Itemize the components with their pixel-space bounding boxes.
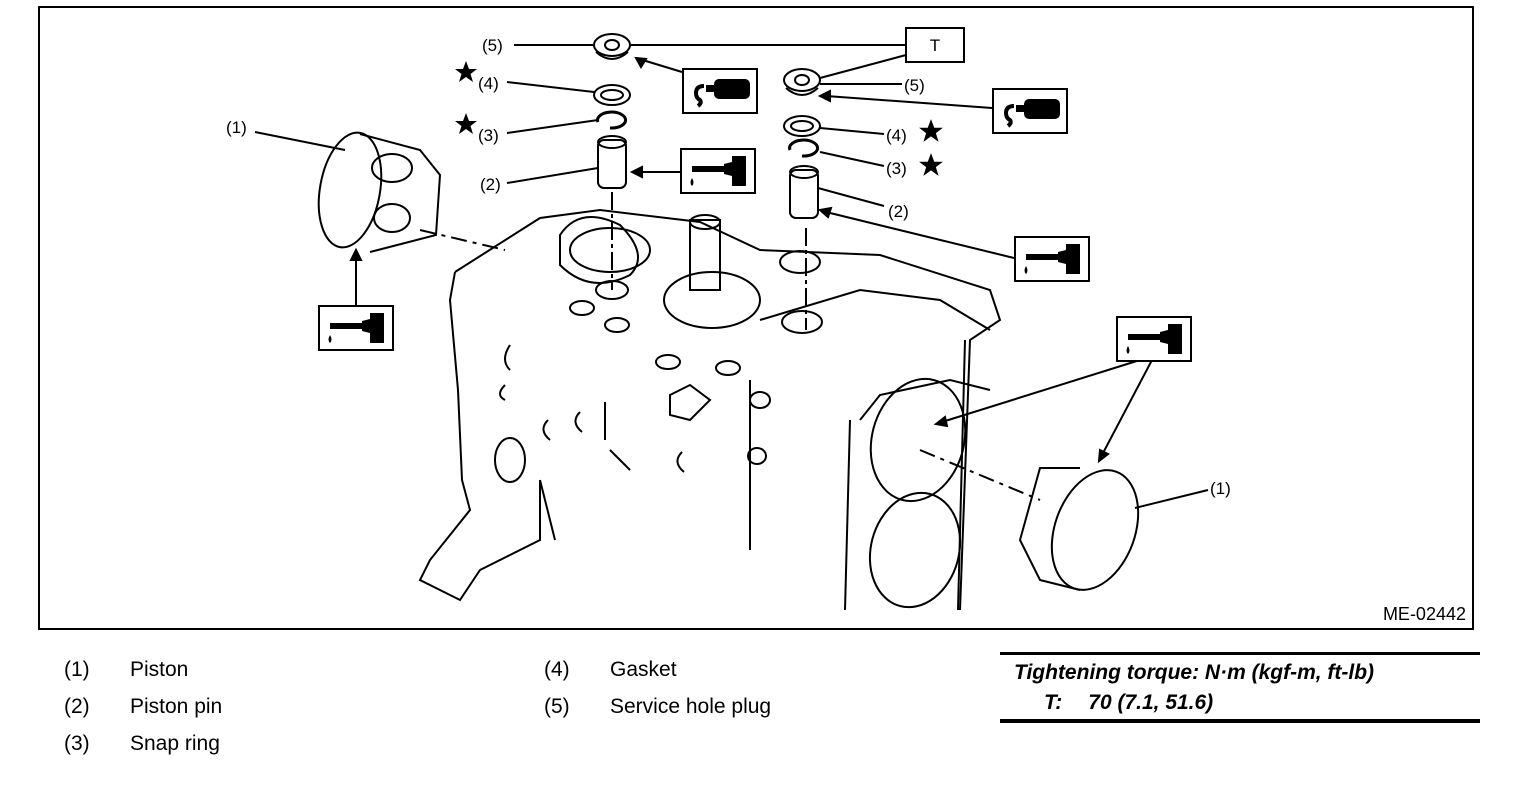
exploded-view-diagram: T (5) (4) (3) (2) (5) (4) (3) (2) (1) (1…: [226, 27, 1231, 611]
oil-can-icon: [1014, 236, 1090, 282]
oil-can-icon: [1116, 316, 1192, 362]
oil-can-icon: [318, 305, 394, 351]
torque-spec-box: Tightening torque: N·m (kgf-m, ft-lb) T:…: [1000, 652, 1480, 723]
torque-marker-label: T: [930, 36, 940, 55]
legend-item: (2)Piston pin: [64, 695, 223, 718]
legend-item: (4)Gasket: [544, 658, 677, 681]
diagram-frame: [38, 6, 1474, 630]
right-part-stack: [783, 68, 821, 330]
legend-item: (1)Piston: [64, 658, 189, 681]
leader-lines: [254, 44, 1209, 509]
callout-service-hole-plug-right: (5): [904, 76, 925, 95]
torque-marker: T:: [1044, 691, 1063, 714]
replace-star-icon: [919, 119, 943, 142]
torque-heading: Tightening torque: N·m (kgf-m, ft-lb): [1014, 661, 1375, 684]
legend-item: (3)Snap ring: [64, 732, 220, 755]
figure-code: ME-02442: [1382, 604, 1466, 624]
callout-service-hole-plug-left: (5): [482, 36, 503, 55]
legend-middle-column: (4)Gasket (5)Service hole plug: [544, 658, 771, 732]
legend-left-column: (1)Piston (2)Piston pin (3)Snap ring: [64, 658, 222, 769]
callout-snap-ring-left: (3): [478, 126, 499, 145]
piston-left: [317, 131, 442, 253]
piston-right: [1018, 467, 1140, 591]
sealant-tube-icon: [992, 88, 1068, 134]
replace-star-icon: [455, 61, 477, 82]
sealant-tube-icon: [682, 68, 758, 114]
left-part-stack: [593, 33, 631, 290]
callout-gasket-right: (4): [886, 126, 907, 145]
callout-piston-right: (1): [1210, 479, 1231, 498]
oil-can-icon: [680, 148, 756, 194]
torque-value-row: T: 70 (7.1, 51.6): [1014, 691, 1480, 715]
replace-star-icon: [455, 113, 477, 134]
callout-piston-left: (1): [226, 118, 247, 137]
engine-block-drawing: [418, 208, 1002, 611]
torque-value: 70 (7.1, 51.6): [1088, 691, 1214, 714]
callout-piston-pin-right: (2): [888, 202, 909, 221]
legend-item: (5)Service hole plug: [544, 695, 772, 718]
callout-piston-pin-left: (2): [480, 175, 501, 194]
callout-gasket-left: (4): [478, 74, 499, 93]
torque-marker-box: [905, 27, 965, 63]
callout-snap-ring-right: (3): [886, 159, 907, 178]
replace-star-icon: [919, 153, 943, 176]
